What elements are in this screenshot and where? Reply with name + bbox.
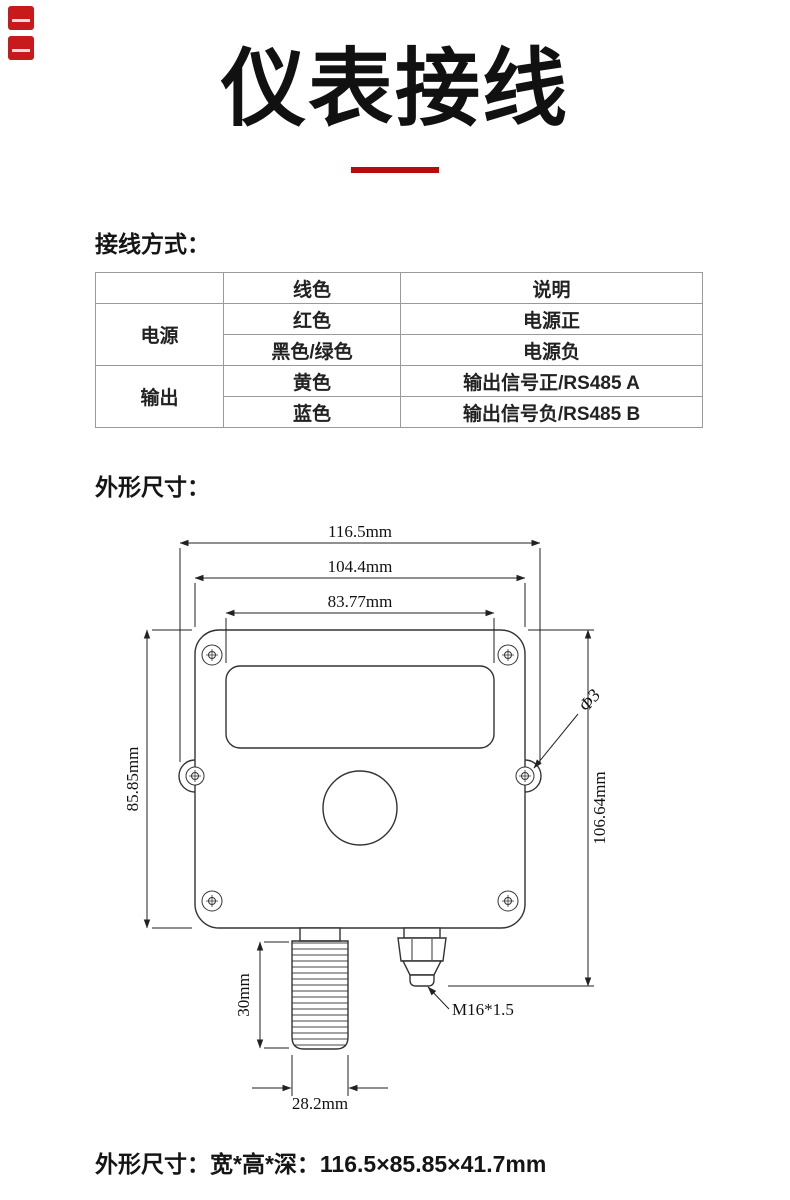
gland-nut <box>397 937 447 962</box>
leader-gland <box>427 986 450 1010</box>
header-cell-empty <box>95 272 224 305</box>
table-header-row: 线色 说明 <box>95 272 703 305</box>
wiring-table: 线色 说明 电源 红色 电源正 黑色/绿色 电源负 输出 黄色 输出信号正/RS… <box>95 272 703 429</box>
title-underline <box>351 167 439 174</box>
cable-gland <box>397 927 447 987</box>
dim-label-window-width: 83.77mm <box>328 592 393 611</box>
cell-description: 输出信号正/RS485 A <box>400 365 703 398</box>
cell-description: 电源正 <box>400 303 703 336</box>
screw-holes <box>185 644 535 912</box>
probe-neck <box>299 927 341 942</box>
screw-hole-icon <box>497 644 519 666</box>
header-cell-description: 说明 <box>400 272 703 305</box>
cell-description: 电源负 <box>400 334 703 367</box>
cell-wire-color: 红色 <box>223 303 401 336</box>
screw-hole-icon <box>515 766 535 786</box>
dimensions-section-heading: 外形尺寸： <box>95 474 210 501</box>
dimension-lines <box>143 539 592 1092</box>
table-row: 电源 红色 电源正 <box>95 303 703 367</box>
gland-taper <box>401 960 443 976</box>
probe-filter <box>291 940 349 1050</box>
dim-label-probe-height: 30mm <box>234 973 253 1016</box>
cell-wire-color: 蓝色 <box>223 396 401 429</box>
header-cell-wire-color: 线色 <box>223 272 401 305</box>
enclosure-outline <box>194 629 526 929</box>
cell-wire-color: 黄色 <box>223 365 401 398</box>
technical-drawing-svg: 116.5mm 104.4mm 83.77mm 85.85mm 106.64mm… <box>123 522 609 1113</box>
screw-hole-icon <box>497 890 519 912</box>
cell-description: 输出信号负/RS485 B <box>400 396 703 429</box>
wiring-section-heading: 接线方式： <box>95 231 210 258</box>
group-label-output: 输出 <box>95 365 224 429</box>
dim-label-body-width: 104.4mm <box>328 557 393 576</box>
dim-label-overall-width: 116.5mm <box>328 522 392 541</box>
dim-label-probe-width: 28.2mm <box>292 1094 348 1113</box>
gland-nut-flats <box>411 939 433 961</box>
gland-neck <box>403 927 441 939</box>
extension-lines <box>152 548 594 1097</box>
dim-label-overall-height: 106.64mm <box>590 772 609 845</box>
red-stamp-top <box>8 6 34 30</box>
sensor-circle <box>322 770 398 846</box>
dimension-drawing: 116.5mm 104.4mm 83.77mm 85.85mm 106.64mm… <box>0 508 790 1143</box>
display-window <box>225 665 495 749</box>
cell-wire-color: 黑色/绿色 <box>223 334 401 367</box>
table-row: 蓝色 输出信号负/RS485 B <box>96 396 703 429</box>
red-stamp-bottom <box>8 36 34 60</box>
dim-label-gland: M16*1.5 <box>452 1000 514 1019</box>
sensor-probe <box>291 927 349 1050</box>
table-row: 黑色/绿色 电源负 <box>96 334 703 367</box>
leader-hole-dia <box>533 713 579 769</box>
screw-hole-icon <box>201 890 223 912</box>
overall-dimensions-text: 外形尺寸：宽*高*深：116.5×85.85×41.7mm <box>95 1151 547 1178</box>
gland-tip <box>409 974 435 987</box>
screw-hole-icon <box>185 766 205 786</box>
device-body <box>178 629 542 929</box>
group-label-power: 电源 <box>95 303 224 367</box>
dim-label-body-height: 85.85mm <box>123 747 142 812</box>
table-row: 输出 黄色 输出信号正/RS485 A <box>95 365 703 429</box>
screw-hole-icon <box>201 644 223 666</box>
page-title: 仪表接线 <box>220 42 569 137</box>
dim-label-hole-dia: Φ3 <box>574 685 604 715</box>
